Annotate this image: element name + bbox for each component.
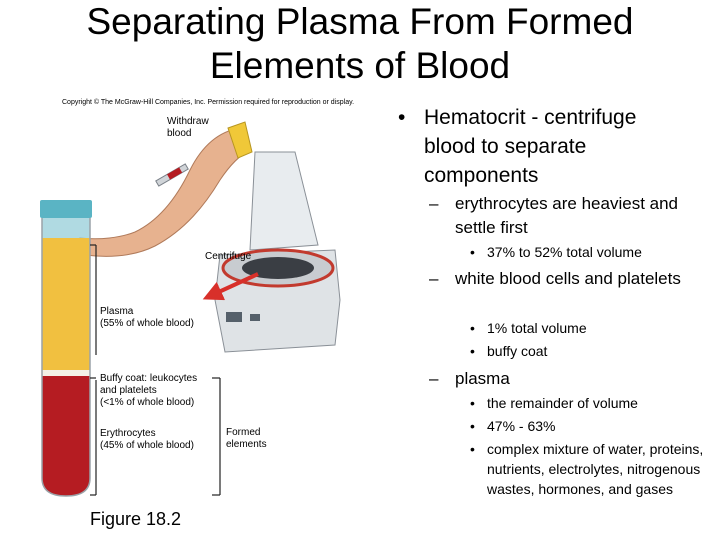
title-line-1: Separating Plasma From Formed bbox=[86, 1, 634, 42]
layer-brackets bbox=[90, 244, 221, 496]
sub-marker: • bbox=[470, 441, 475, 457]
erythrocytes-line-1: Erythrocytes bbox=[100, 428, 156, 439]
plasma-layer bbox=[42, 238, 90, 370]
bullet-wbc-platelets: – white blood cells and platelets bbox=[429, 267, 694, 291]
erythrocytes-line-2: (45% of whole blood) bbox=[100, 440, 194, 451]
title-line-2: Elements of Blood bbox=[209, 45, 511, 86]
sub-marker: • bbox=[470, 418, 475, 434]
sub-text: buffy coat bbox=[487, 343, 548, 359]
dash-marker: – bbox=[429, 194, 439, 213]
slide-title: Separating Plasma From Formed Elements o… bbox=[0, 0, 720, 88]
formed-line-1: Formed bbox=[226, 427, 261, 438]
buffy-coat-label: Buffy coat: leukocytes and platelets (<1… bbox=[100, 373, 197, 409]
erythrocytes-label: Erythrocytes (45% of whole blood) bbox=[100, 428, 194, 452]
buffy-line-3: (<1% of whole blood) bbox=[100, 397, 195, 408]
withdraw-line-1: Withdraw bbox=[167, 116, 209, 127]
test-tube bbox=[40, 200, 92, 497]
dash-marker: – bbox=[429, 269, 439, 288]
sub-marker: • bbox=[470, 395, 475, 411]
bullet-text: plasma bbox=[455, 369, 510, 388]
bullet-plasma: – plasma bbox=[429, 367, 694, 391]
erythrocyte-layer bbox=[42, 376, 90, 496]
bullet-text: erythrocytes are heaviest and settle fir… bbox=[455, 194, 679, 237]
sub-text: 37% to 52% total volume bbox=[487, 244, 642, 260]
sub-bullet: • 47% - 63% bbox=[470, 416, 710, 436]
sub-text: the remainder of volume bbox=[487, 395, 638, 411]
dash-marker: – bbox=[429, 369, 439, 388]
tube-cap bbox=[40, 200, 92, 218]
sub-bullet: • buffy coat bbox=[470, 341, 710, 361]
bullet-erythrocytes: – erythrocytes are heaviest and settle f… bbox=[429, 192, 694, 240]
withdraw-label: Withdraw blood bbox=[167, 116, 209, 140]
centrifuge-illustration bbox=[214, 151, 341, 353]
withdraw-line-2: blood bbox=[167, 128, 192, 139]
arm-illustration bbox=[79, 121, 253, 257]
plasma-line-2: (55% of whole blood) bbox=[100, 318, 194, 329]
plasma-label: Plasma (55% of whole blood) bbox=[100, 306, 194, 330]
sub-text: complex mixture of water, proteins, nutr… bbox=[487, 441, 704, 497]
buffy-line-2: and platelets bbox=[100, 385, 157, 396]
formed-elements-label: Formed elements bbox=[226, 427, 267, 451]
sub-text: 1% total volume bbox=[487, 320, 587, 336]
centrifuge-label: Centrifuge bbox=[205, 251, 252, 262]
copyright-notice: Copyright © The McGraw-Hill Companies, I… bbox=[62, 99, 355, 106]
bullet-marker: • bbox=[398, 106, 406, 129]
bullet-text: white blood cells and platelets bbox=[455, 269, 681, 288]
bullet-text: Hematocrit - centrifuge blood to separat… bbox=[424, 106, 637, 187]
sub-bullet: • the remainder of volume bbox=[470, 393, 710, 413]
sub-marker: • bbox=[470, 244, 475, 260]
formed-line-2: elements bbox=[226, 439, 267, 450]
sub-marker: • bbox=[470, 320, 475, 336]
sub-marker: • bbox=[470, 343, 475, 359]
sub-bullet: • 1% total volume bbox=[470, 318, 710, 338]
sub-bullet: • 37% to 52% total volume bbox=[470, 242, 710, 262]
sub-bullet: • complex mixture of water, proteins, nu… bbox=[470, 439, 710, 499]
syringe-icon bbox=[155, 163, 189, 187]
buffy-coat-layer bbox=[42, 370, 90, 376]
figure-caption: Figure 18.2 bbox=[90, 509, 182, 529]
sub-text: 47% - 63% bbox=[487, 418, 556, 434]
arrow-to-tube bbox=[202, 272, 259, 301]
plasma-line-1: Plasma bbox=[100, 306, 134, 317]
bullet-hematocrit: • Hematocrit - centrifuge blood to separ… bbox=[398, 103, 674, 190]
buffy-line-1: Buffy coat: leukocytes bbox=[100, 373, 198, 384]
